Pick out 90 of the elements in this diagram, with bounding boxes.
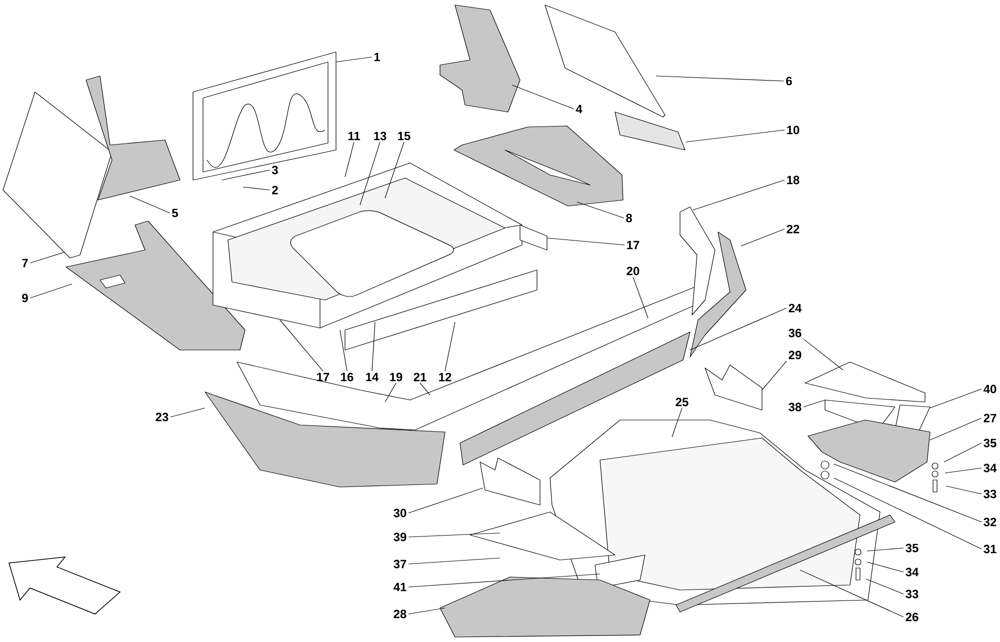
callout-number: 25	[676, 398, 688, 406]
leader-line	[930, 388, 982, 408]
callout-number: 24	[788, 304, 802, 312]
callout-number: 4	[576, 104, 582, 114]
leader-line	[546, 238, 625, 246]
callout-number: 1	[374, 52, 380, 62]
leader-line	[944, 442, 982, 462]
callout-number: 9	[22, 294, 28, 302]
leader-line	[944, 468, 982, 474]
callout-number: 27	[984, 414, 996, 422]
callout-number: 33	[984, 490, 996, 498]
leader-line	[656, 76, 784, 82]
callout-number: 22	[786, 224, 800, 234]
leader-line	[420, 382, 430, 396]
callout-number: 6	[786, 76, 792, 86]
leader-line	[803, 338, 844, 370]
callout-number: 21	[414, 372, 426, 382]
leader-line	[740, 228, 785, 246]
callout-number: 35	[906, 544, 918, 552]
callout-number: 19	[390, 372, 402, 382]
callout-number: 39	[394, 532, 406, 542]
callout-number: 3	[272, 166, 278, 174]
leader-line	[946, 486, 982, 494]
callout-number: 17	[627, 240, 640, 250]
leader-line	[866, 548, 904, 552]
callout-number: 15	[398, 132, 410, 140]
leader-line	[242, 186, 270, 190]
callout-number: 35	[984, 438, 996, 448]
callout-number: 8	[626, 214, 632, 222]
callout-number: 13	[374, 132, 386, 140]
callout-number: 23	[156, 412, 168, 422]
callout-number: 28	[394, 610, 406, 618]
callout-number: 12	[439, 372, 452, 382]
callout-number: 40	[984, 384, 996, 394]
callout-number: 37	[394, 560, 406, 568]
callout-number: 10	[787, 126, 800, 134]
leader-line	[408, 488, 484, 514]
leader-line	[686, 130, 785, 142]
leader-line	[866, 578, 904, 594]
callout-number: 18	[787, 176, 800, 184]
leader-line	[30, 284, 72, 298]
leader-line	[360, 142, 380, 206]
leader-line	[692, 180, 785, 210]
callout-number: 14	[366, 372, 379, 382]
callout-number: 33	[906, 590, 918, 598]
leader-line	[803, 400, 826, 408]
callout-number: 38	[788, 402, 802, 412]
leader-line	[672, 408, 682, 438]
callout-number: 41	[394, 582, 406, 592]
leader-line	[408, 532, 500, 538]
callout-number: 34	[984, 464, 997, 472]
callout-number: 11	[348, 132, 360, 140]
callout-number: 36	[788, 328, 802, 338]
leader-line	[384, 142, 404, 198]
callout-number: 31	[984, 544, 996, 554]
callout-number: 17	[317, 372, 330, 382]
callout-number: 5	[172, 208, 178, 218]
callout-number: 34	[906, 568, 919, 576]
callout-number: 20	[626, 266, 640, 276]
leader-line	[834, 464, 982, 522]
leader-line	[222, 170, 270, 180]
leader-line	[444, 322, 456, 372]
leader-line	[340, 330, 348, 372]
leader-line	[632, 276, 648, 318]
leader-line	[834, 478, 982, 550]
callout-number: 32	[984, 518, 996, 526]
leader-line	[130, 196, 170, 214]
leader-line	[30, 252, 66, 264]
leader-line	[336, 56, 372, 62]
leader-line	[408, 608, 446, 614]
leader-line	[372, 322, 376, 372]
leader-line	[384, 382, 396, 402]
callout-number: 2	[272, 186, 278, 194]
leader-line	[170, 408, 206, 418]
leader-line	[576, 202, 624, 218]
leader-line	[866, 562, 904, 572]
leader-line	[280, 320, 324, 372]
callout-number: 29	[788, 350, 802, 360]
leader-line	[690, 308, 787, 350]
leader-line	[408, 558, 500, 564]
leader-line	[762, 360, 787, 390]
leader-line	[800, 570, 904, 618]
leader-line	[930, 418, 982, 440]
leader-line	[408, 574, 600, 588]
callout-number: 30	[394, 508, 406, 518]
leader-line	[512, 84, 574, 110]
callout-number: 26	[906, 612, 918, 622]
leader-line	[344, 142, 354, 178]
callout-number: 16	[341, 372, 354, 382]
callout-number: 7	[22, 258, 28, 268]
